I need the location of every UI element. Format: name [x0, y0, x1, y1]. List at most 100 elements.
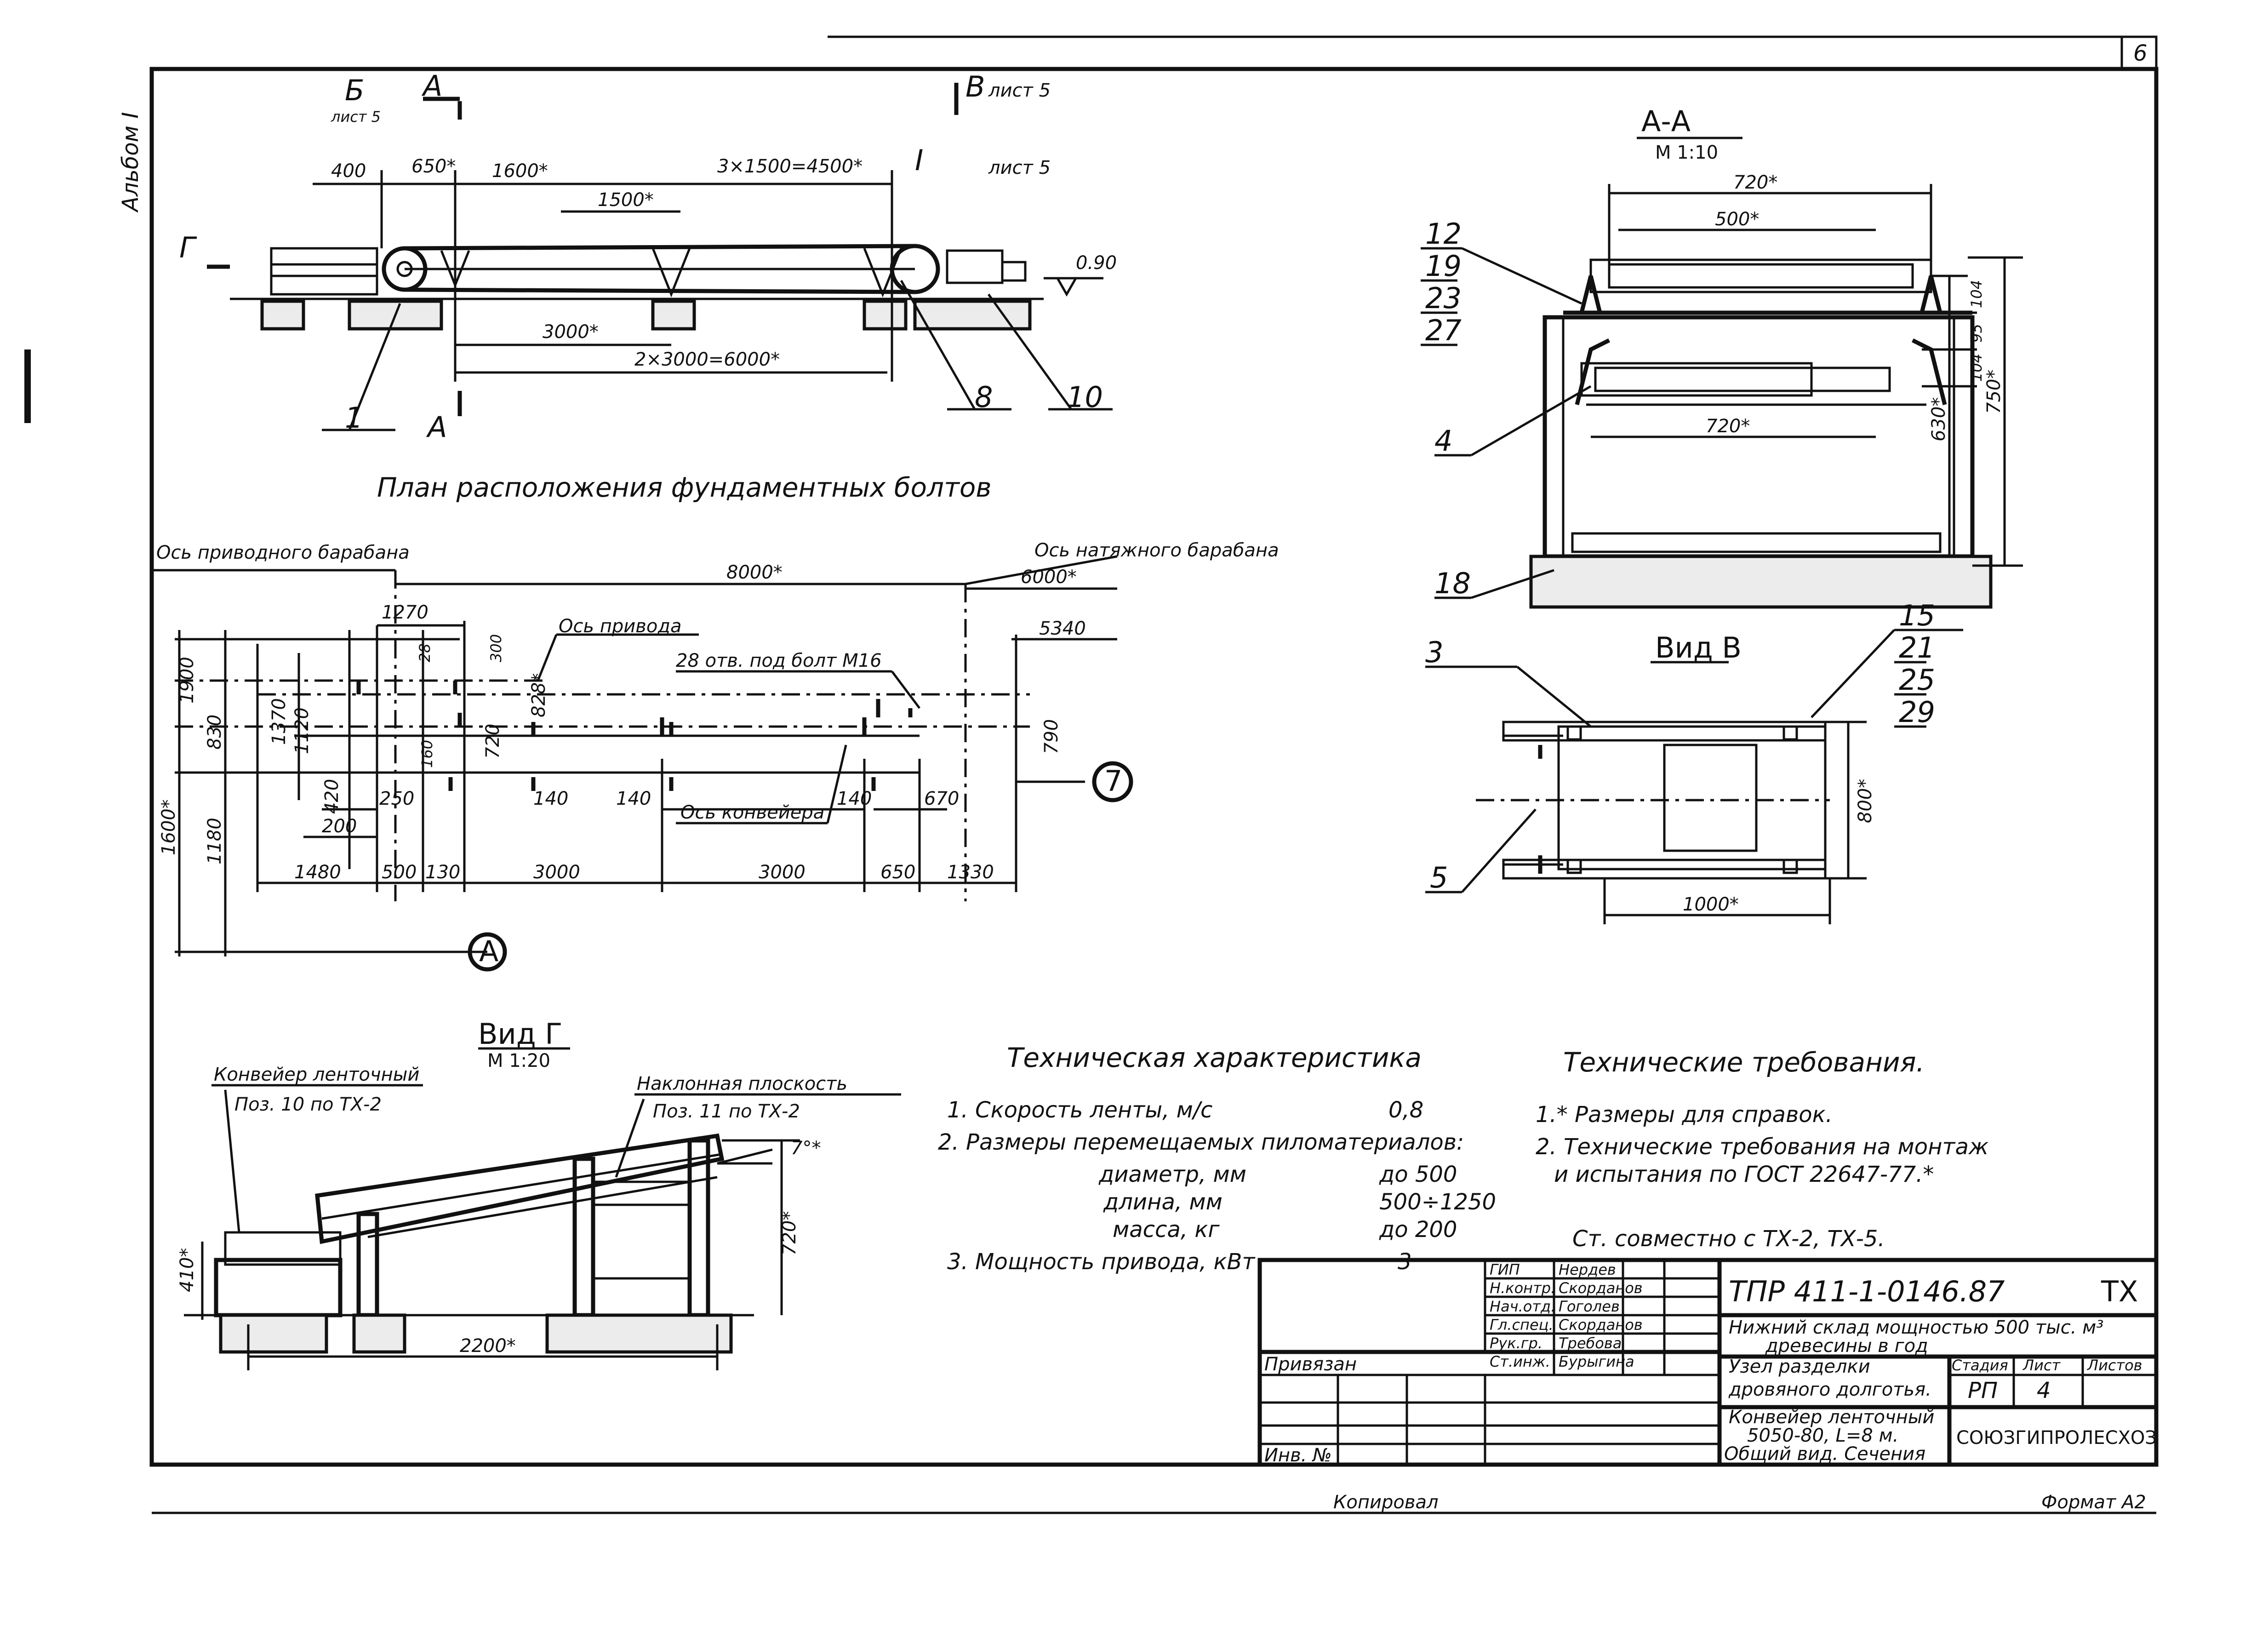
fp-dim-790: 790	[1041, 719, 1062, 754]
fp-dim-1330: 1330	[947, 862, 994, 883]
signer-name: Нердев	[1559, 1261, 1616, 1278]
axis-tension-drum-label: Ось натяжного барабана	[1034, 540, 1279, 561]
fp-dim-140a: 140	[533, 788, 568, 809]
tech-req-1: 1.* Размеры для справок.	[1536, 1102, 1833, 1128]
tech-spec-speed-value: 0,8	[1388, 1097, 1423, 1123]
aa-dim-720-bottom: 720*	[1706, 416, 1750, 437]
tech-spec-list: 1. Скорость ленты, м/с 0,8 2. Размеры пе…	[938, 1097, 1496, 1275]
fp-dim-1600: 1600*	[158, 799, 179, 855]
title-block	[1257, 1258, 2159, 1467]
plan-callout-10: 10	[1067, 380, 1103, 414]
plan-view-title: План расположения фундаментных болтов	[377, 472, 992, 503]
signer-name: Скорданов	[1559, 1279, 1643, 1297]
plan-dim-4500: 3×1500=4500*	[717, 156, 863, 177]
signer-name: Требова	[1559, 1334, 1622, 1352]
fp-dim-828: 828*	[528, 673, 549, 717]
axis-mark-a: А	[479, 934, 498, 968]
v-callout-3: 3	[1425, 636, 1443, 669]
tb-inv: Инв. №	[1264, 1445, 1332, 1466]
signer-name: Гоголев	[1559, 1298, 1620, 1315]
aa-dim-95: 95	[1968, 324, 1985, 343]
plan-dim-650: 650*	[411, 156, 456, 177]
fp-dim-650: 650	[880, 862, 915, 883]
fp-dim-6000: 6000*	[1021, 567, 1077, 588]
bolt-holes	[356, 681, 913, 791]
view-g-dim-720: 720*	[779, 1211, 800, 1255]
view-v-dim-800: 800*	[1855, 779, 1876, 823]
section-aa-scale: М 1:10	[1655, 142, 1718, 163]
plan-callout-8: 8	[975, 380, 993, 414]
fp-dim-1180: 1180	[204, 818, 225, 865]
fp-dim-720: 720	[482, 724, 503, 759]
axis-drive-label: Ось привода	[559, 616, 682, 637]
v-callout-15: 15	[1899, 599, 1935, 632]
view-g-dim-410: 410*	[177, 1248, 198, 1292]
aa-callout-18: 18	[1434, 567, 1471, 600]
tb-mark: ТХ	[2101, 1275, 2138, 1308]
fp-dim-5340: 5340	[1039, 618, 1086, 639]
plan-mark-v-sheet: лист 5	[988, 80, 1051, 101]
tb-node-2: дровяного долготья.	[1728, 1379, 1931, 1400]
fp-dim-500: 500	[382, 862, 417, 883]
fp-dim-160: 160	[418, 740, 436, 768]
plan-dim-1600: 1600*	[492, 160, 548, 182]
tech-spec-diameter: диаметр, мм	[1098, 1162, 1246, 1187]
fp-dim-200: 200	[322, 816, 357, 837]
plan-mark-i: I	[915, 143, 923, 177]
plan-mark-a-bottom: А	[426, 410, 447, 444]
tech-req-2: 2. Технические требования на монтаж	[1536, 1134, 1988, 1160]
v-callout-25: 25	[1899, 663, 1935, 697]
plan-dim-400: 400	[331, 160, 366, 182]
fp-dim-670: 670	[924, 788, 959, 809]
signer-name: Бурыгина	[1559, 1353, 1634, 1370]
fp-dim-830: 830	[204, 715, 225, 750]
tech-spec-mass: масса, кг	[1113, 1217, 1220, 1243]
view-g-angle: 7°*	[791, 1138, 821, 1159]
tb-code: ТПР 411-1-0146.87	[1729, 1275, 2005, 1308]
tech-spec-speed: 1. Скорость ленты, м/с	[947, 1097, 1212, 1123]
axis-conveyor-label: Ось конвейера	[680, 802, 824, 823]
v-callout-5: 5	[1430, 861, 1448, 894]
aa-dim-104b: 104	[1968, 354, 1985, 382]
tech-spec-mass-value: до 200	[1379, 1217, 1457, 1243]
view-g-plane-label: Наклонная плоскость	[637, 1073, 847, 1094]
plan-mark-b-sheet: лист 5	[331, 108, 381, 126]
fp-dim-420: 420	[321, 779, 343, 814]
section-aa	[1421, 137, 2023, 609]
plan-dim-3000: 3000*	[543, 321, 599, 343]
tb-node-1: Узел разделки	[1729, 1356, 1870, 1377]
aa-callout-23: 23	[1425, 281, 1462, 315]
plan-dim-6000: 2×3000=6000*	[634, 349, 780, 370]
tb-sheets-header: Листов	[2087, 1357, 2142, 1374]
fp-dim-1270: 1270	[382, 602, 428, 623]
signer-role: ГИП	[1490, 1261, 1520, 1278]
fp-dim-1900: 1900	[177, 657, 198, 704]
plan-callout-1: 1	[345, 401, 363, 435]
axis-drive-drum-label: Ось приводного барабана	[156, 542, 410, 563]
tb-project-1: Нижний склад мощностью 500 тыс. м³	[1729, 1317, 2103, 1338]
v-callout-21: 21	[1899, 631, 1935, 664]
aa-dim-500: 500*	[1715, 209, 1759, 230]
signer-role: Ст.инж.	[1490, 1353, 1550, 1370]
plan-mark-a: А	[421, 69, 442, 103]
tb-org: СОЮЗГИПРОЛЕСХОЗ	[1956, 1427, 2157, 1449]
sheet-format: Формат А2	[2041, 1492, 2146, 1513]
aa-dim-750: 750*	[1983, 370, 2005, 414]
v-callout-29: 29	[1899, 695, 1935, 729]
fp-dim-300: 300	[487, 634, 505, 662]
signer-role: Рук.гр.	[1490, 1334, 1542, 1352]
side-label: Альбом I	[118, 112, 143, 213]
view-g-scale: М 1:20	[487, 1050, 550, 1071]
aa-dim-720-top: 720*	[1733, 172, 1777, 193]
tb-sheet: 4	[2037, 1378, 2051, 1403]
plan-dim-1500: 1500*	[598, 189, 654, 211]
tb-stage: РП	[1968, 1378, 1998, 1403]
copied-by: Копировал	[1333, 1492, 1439, 1513]
view-v	[1425, 629, 1963, 924]
section-aa-title: А-А	[1641, 104, 1691, 138]
fp-dim-1480: 1480	[294, 862, 341, 883]
view-g-title: Вид Г	[478, 1017, 562, 1051]
fp-dim-3000a: 3000	[533, 862, 580, 883]
tech-req-note: Ст. совместно с ТХ-2, ТХ-5.	[1572, 1226, 1885, 1252]
